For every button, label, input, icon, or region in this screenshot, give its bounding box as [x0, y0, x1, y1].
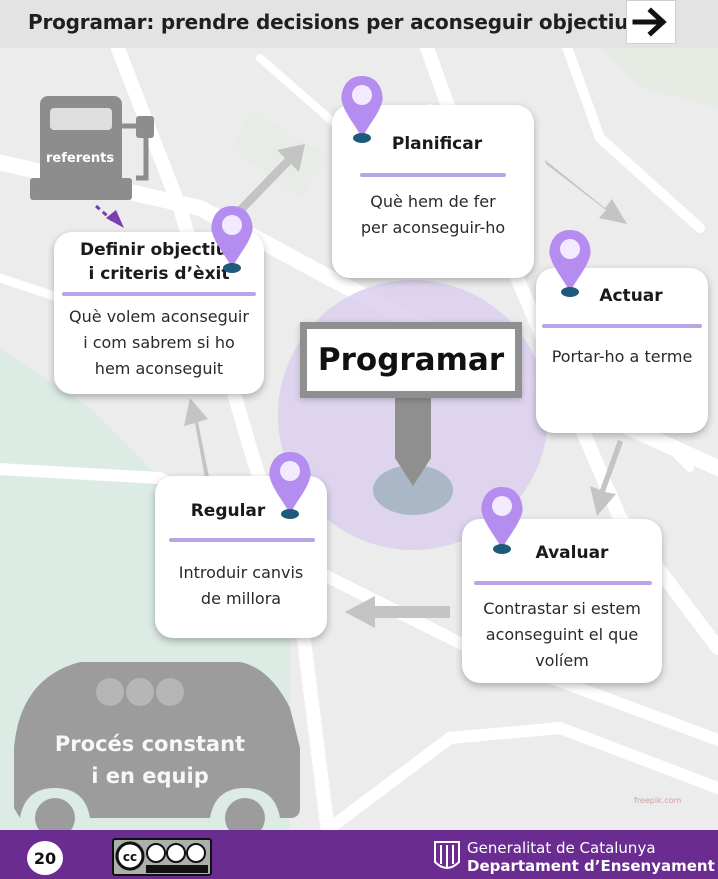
step-title: Regular [173, 501, 283, 521]
gas-pump-icon [30, 96, 154, 200]
org-name: Generalitat de Catalunya [467, 839, 656, 857]
department-name: Departament d’Ensenyament [467, 857, 715, 875]
title-line: Regular [190, 501, 266, 521]
page-number: 20 [27, 841, 63, 875]
step-title: Avaluar [512, 543, 632, 563]
header-bar [0, 0, 718, 48]
car-caption: Procés constant i en equip [30, 728, 270, 792]
map-pin-icon [341, 76, 383, 143]
map-pin-icon [481, 487, 523, 554]
step-text: Contrastar si estem aconseguint el que v… [462, 596, 662, 674]
text-line: aconseguint el que [485, 625, 639, 644]
next-button[interactable] [626, 0, 676, 44]
text-line: Introduir canvis [178, 563, 304, 582]
step-text: Què hem de fer per aconseguir-ho [332, 189, 534, 241]
text-line: hem aconseguit [94, 359, 224, 378]
step-card-definir: Definir objectius i criteris d’èxit Què … [54, 232, 264, 394]
text-line: volíem [535, 651, 589, 670]
text-line: Què hem de fer [370, 192, 496, 211]
caption-line: Procés constant [54, 732, 246, 756]
step-title: Actuar [576, 286, 686, 306]
text-line: Què volem aconseguir [69, 307, 249, 326]
step-card-regular: Regular Introduir canvis de millora [155, 476, 327, 638]
arrow-right-icon [632, 7, 667, 37]
center-title: Programar [317, 342, 505, 378]
car-icon [14, 662, 300, 830]
svg-text:cc: cc [123, 850, 137, 864]
referents-label: referents [46, 151, 115, 166]
title-line: Planificar [391, 134, 483, 154]
step-text: Què volem aconseguir i com sabrem si ho … [54, 304, 264, 382]
watermark: freepik.com [634, 796, 682, 805]
text-line: i com sabrem si ho [83, 333, 235, 352]
page-title: Programar: prendre decisions per aconseg… [28, 10, 641, 34]
step-text: Portar-ho a terme [536, 344, 708, 370]
title-line: i criteris d’èxit [88, 264, 230, 284]
divider [360, 173, 506, 177]
cc-by-nc-nd-icon: cc [112, 838, 212, 876]
title-line: Definir objectius [80, 240, 238, 260]
title-line: Actuar [599, 286, 663, 306]
text-line: de millora [200, 589, 282, 608]
step-card-planificar: Planificar Què hem de fer per aconseguir… [332, 105, 534, 278]
text-line: Contrastar si estem [483, 599, 641, 618]
text-line: per aconseguir-ho [360, 218, 506, 237]
map-pin-icon [211, 206, 253, 273]
step-title: Planificar [362, 134, 512, 154]
divider [62, 292, 256, 296]
title-line: Avaluar [535, 543, 609, 563]
map-pin-icon [269, 452, 311, 519]
caption-line: i en equip [91, 764, 209, 788]
text-line: Portar-ho a terme [551, 347, 693, 366]
center-box [300, 322, 522, 398]
divider [474, 581, 652, 585]
generalitat-logo-icon [434, 841, 460, 869]
step-title: Definir objectius i criteris d’èxit [62, 238, 256, 286]
map-pin-icon [549, 230, 591, 297]
divider [169, 538, 315, 542]
step-text: Introduir canvis de millora [155, 560, 327, 612]
divider [542, 324, 702, 328]
